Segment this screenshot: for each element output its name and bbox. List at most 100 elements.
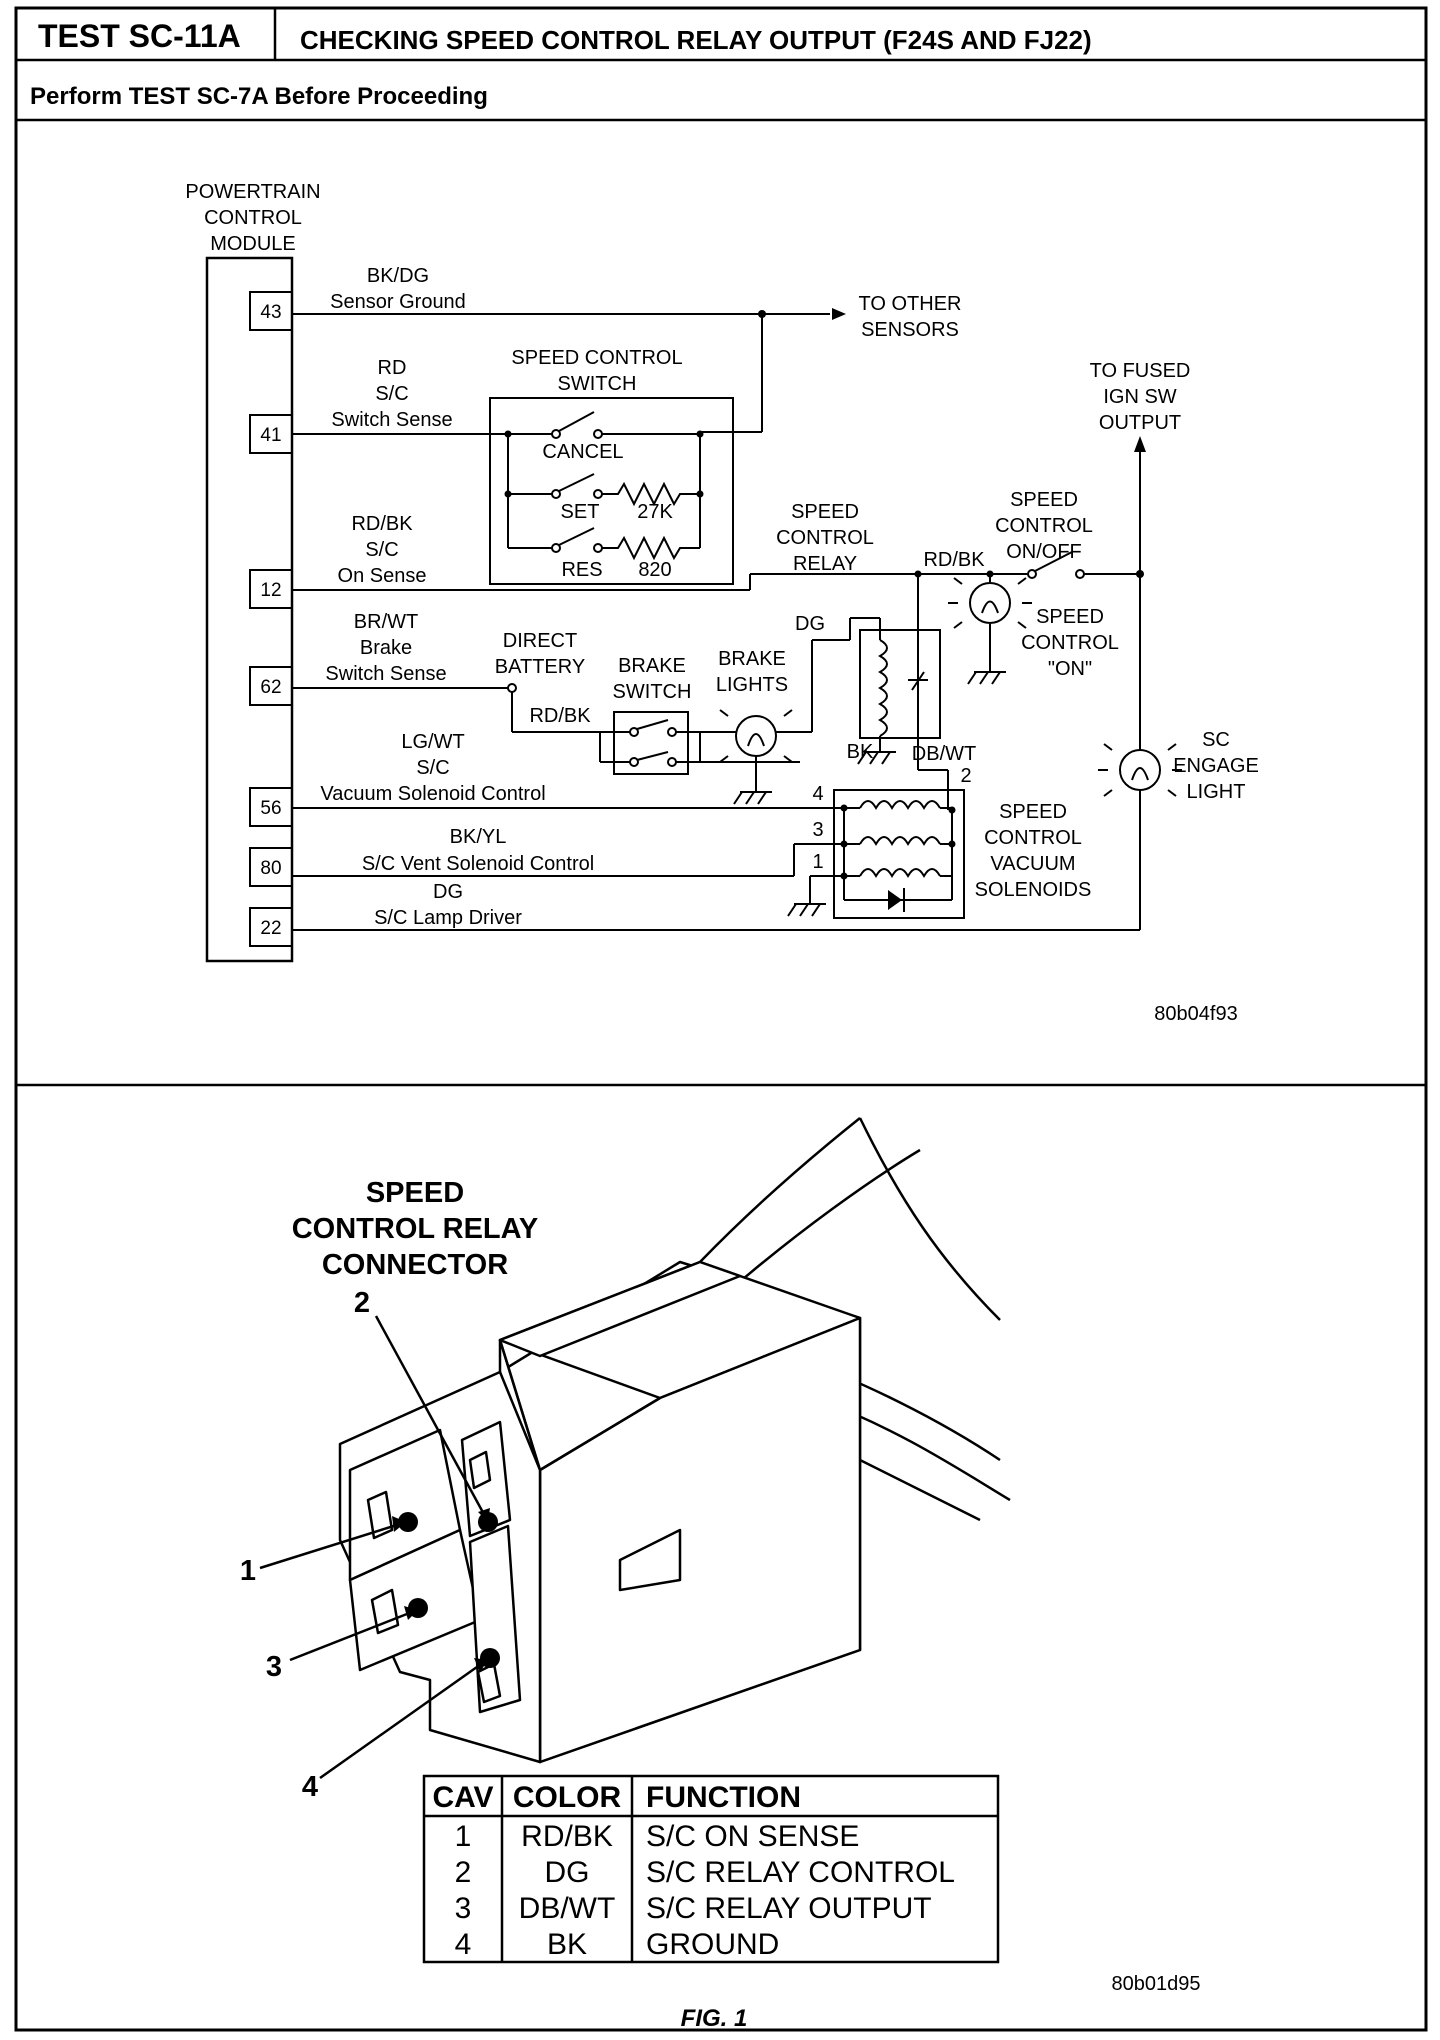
svg-text:CONTROL RELAY: CONTROL RELAY	[292, 1213, 539, 1245]
svg-text:On Sense: On Sense	[338, 565, 427, 587]
table-cell: 4	[455, 1928, 472, 1961]
svg-text:S/C: S/C	[365, 539, 398, 561]
svg-text:Switch Sense: Switch Sense	[325, 663, 446, 685]
svg-text:SOLENOIDS: SOLENOIDS	[975, 879, 1092, 901]
svg-text:RELAY: RELAY	[793, 553, 857, 575]
svg-text:Switch Sense: Switch Sense	[331, 409, 452, 431]
table-cell: 3	[455, 1892, 472, 1925]
svg-text:ON/OFF: ON/OFF	[1006, 541, 1082, 563]
table-header-function: FUNCTION	[646, 1781, 801, 1814]
connector-ref: 80b01d95	[1112, 1973, 1201, 1995]
speed-control-switch: RD S/C Switch Sense SPEED CONTROL SWITCH…	[292, 347, 734, 585]
pin-62: 62	[260, 677, 281, 698]
svg-text:BR/WT: BR/WT	[354, 611, 418, 633]
svg-text:SENSORS: SENSORS	[861, 319, 959, 341]
pin-12: 12	[260, 580, 281, 601]
svg-text:BK/YL: BK/YL	[450, 826, 507, 848]
table-cell: GROUND	[646, 1928, 779, 1961]
page-border	[14, 6, 1428, 2032]
svg-text:CANCEL: CANCEL	[542, 441, 623, 463]
wiring-schematic: POWERTRAIN CONTROL MODULE 43 41 12 62 56…	[185, 181, 1258, 1025]
figure-caption: FIG. 1	[681, 2005, 748, 2032]
svg-text:"ON": "ON"	[1048, 658, 1092, 680]
svg-text:SPEED: SPEED	[999, 801, 1067, 823]
svg-text:OUTPUT: OUTPUT	[1099, 412, 1181, 434]
svg-text:4: 4	[812, 783, 823, 805]
vacuum-solenoids: LG/WT S/C Vacuum Solenoid Control BK/YL …	[292, 729, 1259, 931]
pin-56: 56	[260, 798, 281, 819]
test-header: TEST SC-11A CHECKING SPEED CONTROL RELAY…	[16, 8, 1426, 1087]
svg-text:1: 1	[240, 1555, 256, 1587]
svg-text:BK/DG: BK/DG	[367, 265, 429, 287]
svg-text:CONTROL: CONTROL	[776, 527, 874, 549]
svg-text:SWITCH: SWITCH	[613, 681, 692, 703]
svg-text:3: 3	[812, 819, 823, 841]
svg-text:MODULE: MODULE	[210, 233, 296, 255]
svg-text:Brake: Brake	[360, 637, 412, 659]
schematic-ref: 80b04f93	[1154, 1003, 1237, 1025]
svg-text:BRAKE: BRAKE	[618, 655, 686, 677]
pinout-table: CAV COLOR FUNCTION 1 RD/BK S/C ON SENSE …	[422, 1774, 1000, 1964]
svg-text:CONTROL: CONTROL	[204, 207, 302, 229]
svg-text:4: 4	[302, 1771, 318, 1803]
svg-text:LG/WT: LG/WT	[401, 731, 464, 753]
svg-text:POWERTRAIN: POWERTRAIN	[185, 181, 320, 203]
svg-text:S/C: S/C	[375, 383, 408, 405]
svg-text:LIGHT: LIGHT	[1187, 781, 1246, 803]
connector-body	[338, 1260, 862, 1764]
table-cell: DB/WT	[519, 1892, 616, 1925]
svg-text:VACUUM: VACUUM	[990, 853, 1075, 875]
svg-text:3: 3	[266, 1651, 282, 1683]
table-cell: S/C ON SENSE	[646, 1820, 859, 1853]
wire-43-sensor-ground: BK/DG Sensor Ground TO OTHER SENSORS	[292, 265, 962, 433]
svg-text:DG: DG	[433, 881, 463, 903]
svg-text:DB/WT: DB/WT	[912, 743, 976, 765]
svg-text:CONTROL: CONTROL	[1021, 632, 1119, 654]
svg-text:RD/BK: RD/BK	[923, 549, 985, 571]
svg-text:SPEED: SPEED	[1036, 606, 1104, 628]
svg-text:1: 1	[812, 851, 823, 873]
table-cell: S/C RELAY OUTPUT	[646, 1892, 932, 1925]
svg-text:LIGHTS: LIGHTS	[716, 674, 788, 696]
connector-title: SPEED CONTROL RELAY CONNECTOR	[292, 1177, 539, 1281]
svg-text:BRAKE: BRAKE	[718, 648, 786, 670]
svg-text:RES: RES	[561, 559, 602, 581]
pin-22: 22	[260, 918, 281, 939]
svg-text:SPEED: SPEED	[1010, 489, 1078, 511]
test-title: CHECKING SPEED CONTROL RELAY OUTPUT (F24…	[300, 25, 1092, 55]
table-cell: BK	[547, 1928, 587, 1961]
svg-text:820: 820	[638, 559, 671, 581]
svg-text:2: 2	[354, 1287, 370, 1319]
table-cell: 1	[455, 1820, 472, 1853]
table-cell: S/C RELAY CONTROL	[646, 1856, 955, 1889]
cavity-callouts: 1 2 3 4	[240, 1287, 490, 1803]
svg-text:DG: DG	[795, 613, 825, 635]
svg-text:SPEED CONTROL: SPEED CONTROL	[511, 347, 682, 369]
pin-43: 43	[260, 302, 281, 323]
svg-text:S/C Vent Solenoid Control: S/C Vent Solenoid Control	[362, 853, 594, 875]
speed-control-relay: DG BK DB/WT	[795, 574, 976, 810]
svg-text:2: 2	[960, 765, 971, 787]
svg-text:27K: 27K	[637, 501, 673, 523]
svg-text:S/C Lamp Driver: S/C Lamp Driver	[374, 907, 522, 929]
svg-text:DIRECT: DIRECT	[503, 630, 577, 652]
svg-text:CONNECTOR: CONNECTOR	[322, 1249, 508, 1281]
svg-text:SWITCH: SWITCH	[558, 373, 637, 395]
svg-text:TO OTHER: TO OTHER	[859, 293, 962, 315]
svg-text:SC: SC	[1202, 729, 1230, 751]
svg-text:RD/BK: RD/BK	[351, 513, 413, 535]
pin-41: 41	[260, 425, 281, 446]
pin-80: 80	[260, 858, 281, 879]
wire-12-on-sense: RD/BK S/C On Sense SPEED CONTROL RELAY R…	[292, 360, 1190, 750]
svg-text:CONTROL: CONTROL	[984, 827, 1082, 849]
pcm-module: POWERTRAIN CONTROL MODULE 43 41 12 62 56…	[185, 181, 321, 963]
table-header-color: COLOR	[513, 1781, 622, 1814]
svg-text:ENGAGE: ENGAGE	[1173, 755, 1259, 777]
svg-text:BATTERY: BATTERY	[495, 656, 585, 678]
svg-text:Sensor Ground: Sensor Ground	[330, 291, 466, 313]
table-cell: DG	[545, 1856, 590, 1889]
svg-text:SET: SET	[561, 501, 600, 523]
prerequisite-note: Perform TEST SC-7A Before Proceeding	[30, 83, 488, 110]
svg-text:SPEED: SPEED	[366, 1177, 464, 1209]
